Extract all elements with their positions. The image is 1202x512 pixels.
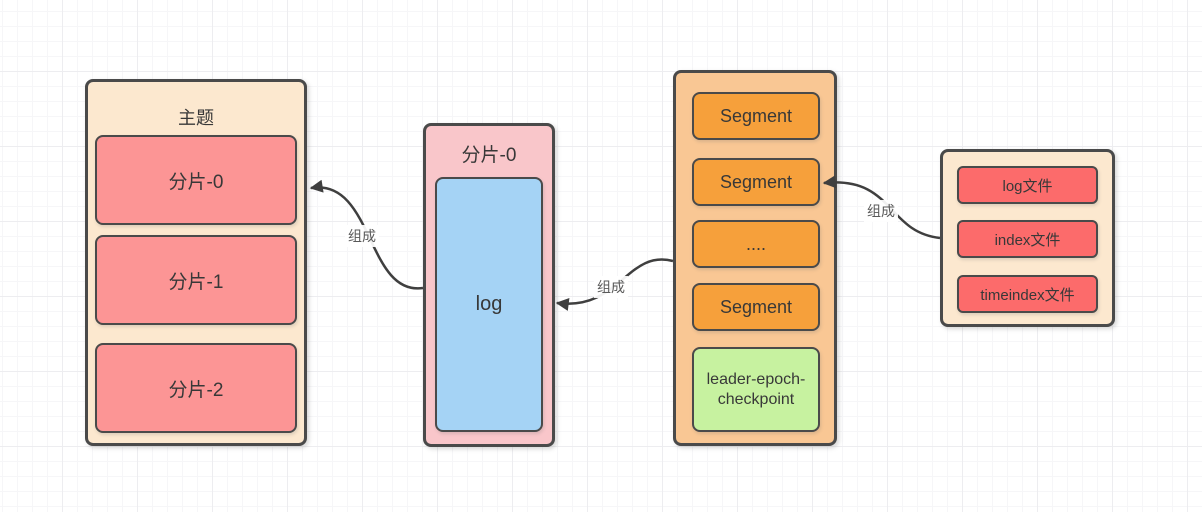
log-file-node: log文件	[957, 166, 1098, 204]
segments-container-node: Segment Segment .... Segment leader-epoc…	[673, 70, 837, 446]
leader-epoch-checkpoint-node: leader-epoch-checkpoint	[692, 347, 820, 432]
topic-container-node: 主题 分片-0 分片-1 分片-2	[85, 79, 307, 446]
segment-node-2: Segment	[692, 158, 820, 206]
partition-0-node: 分片-0	[95, 135, 297, 225]
segment-node-3: Segment	[692, 283, 820, 331]
files-container-node: log文件 index文件 timeindex文件	[940, 149, 1115, 327]
edge-label-segments-to-log: 组成	[594, 276, 628, 298]
log-node: log	[435, 177, 543, 432]
segment-ellipsis-node: ....	[692, 220, 820, 268]
topic-title: 主题	[178, 108, 214, 128]
partition-1-node: 分片-1	[95, 235, 297, 325]
partition-detail-container-node: 分片-0 log	[423, 123, 555, 447]
partition-2-node: 分片-2	[95, 343, 297, 433]
timeindex-file-node: timeindex文件	[957, 275, 1098, 313]
edge-label-files-to-segment: 组成	[864, 200, 898, 222]
partition-detail-title: 分片-0	[461, 145, 517, 166]
segment-node-1: Segment	[692, 92, 820, 140]
edge-label-log-to-partition: 组成	[345, 225, 379, 247]
index-file-node: index文件	[957, 220, 1098, 258]
